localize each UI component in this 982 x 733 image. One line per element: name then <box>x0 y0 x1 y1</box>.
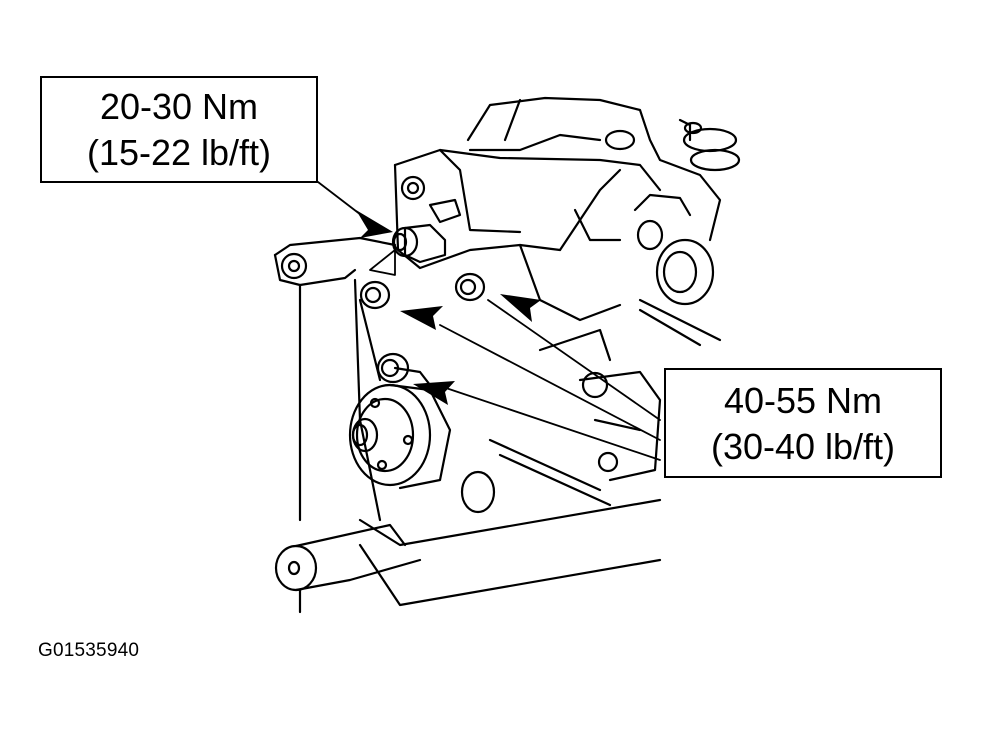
alternator-bracket <box>393 148 662 322</box>
torque-value-lbft: (30-40 lb/ft) <box>710 426 896 467</box>
support-bracket <box>273 236 397 522</box>
torque-callout-upper: 20-30 Nm (15-22 lb/ft) <box>40 76 318 183</box>
right-components <box>578 193 722 482</box>
pump-hub <box>348 383 452 490</box>
figure-id: G01535940 <box>38 640 140 661</box>
arrowhead-icon <box>400 306 443 330</box>
torque-callout-lower: 40-55 Nm (30-40 lb/ft) <box>664 368 942 478</box>
arrowhead-icon <box>356 210 393 238</box>
leader-lines <box>317 181 661 461</box>
stud-bolt <box>391 223 447 264</box>
arrowhead-icon <box>500 294 541 322</box>
torque-value-nm: 40-55 Nm <box>723 380 883 421</box>
bracket-bolts <box>359 272 486 387</box>
lower-tube <box>274 523 422 614</box>
arrowhead-icon <box>413 381 455 405</box>
torque-value-nm: 20-30 Nm <box>99 86 259 127</box>
torque-value-lbft: (15-22 lb/ft) <box>86 132 272 173</box>
engine-block-outline <box>466 96 741 242</box>
